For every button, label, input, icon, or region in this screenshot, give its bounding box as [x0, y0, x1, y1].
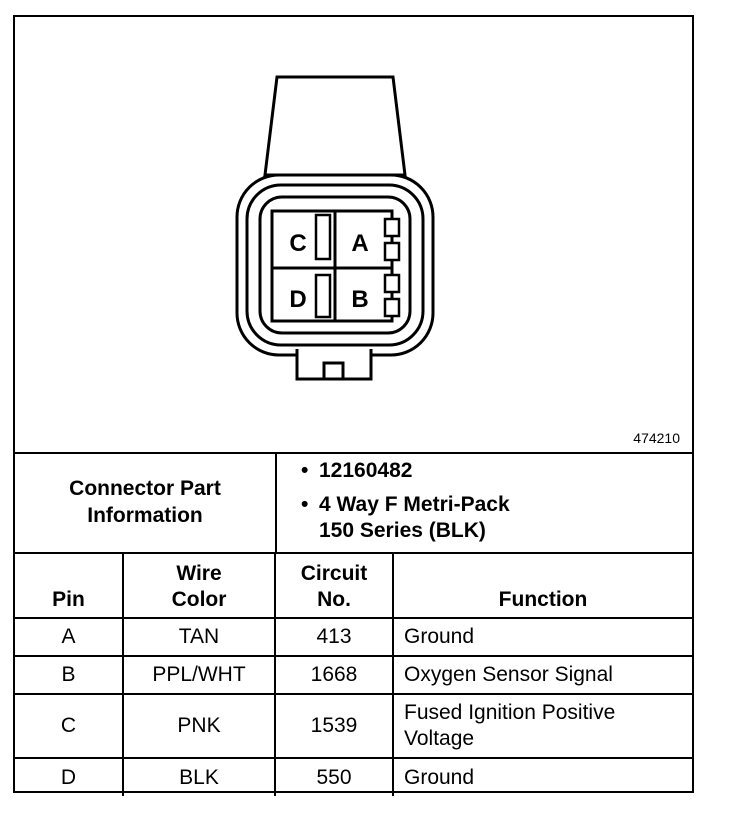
cavity-label-d: D	[289, 286, 306, 313]
circuit-cell: 413	[274, 617, 394, 657]
wire-color-cell: TAN	[122, 617, 276, 657]
description-line2: 150 Series (BLK)	[319, 519, 486, 542]
table-row: D BLK 550 Ground	[15, 757, 692, 796]
table-row: B PPL/WHT 1668 Oxygen Sensor Signal	[15, 655, 692, 695]
table-header-row: Pin Wire Color Circuit No. Function	[15, 554, 692, 619]
connector-part-info: Connector Part Information • 12160482 • …	[15, 452, 692, 554]
connector-figure: C A D B 474210	[15, 17, 692, 454]
function-cell: Oxygen Sensor Signal	[392, 655, 692, 695]
connector-info-values: • 12160482 • 4 Way F Metri-Pack 150 Seri…	[277, 452, 692, 552]
pin-cell: A	[15, 617, 124, 657]
header-circuit-no: Circuit No.	[274, 554, 394, 619]
table-row: A TAN 413 Ground	[15, 617, 692, 657]
function-cell: Ground	[392, 757, 692, 796]
function-cell: Ground	[392, 617, 692, 657]
connector-info-label: Connector Part Information	[15, 452, 277, 552]
bullet-icon: •	[301, 493, 309, 516]
cavity-label-c: C	[289, 230, 306, 257]
header-pin: Pin	[15, 554, 124, 619]
connector-boot	[263, 75, 407, 177]
cavity-block	[270, 209, 394, 323]
header-wire-color: Wire Color	[122, 554, 276, 619]
header-function: Function	[392, 554, 692, 619]
figure-id: 474210	[633, 430, 680, 446]
connector-drawing: C A D B	[235, 75, 435, 381]
connector-housing-middle	[245, 183, 425, 347]
bullet-icon: •	[301, 459, 309, 482]
wire-color-cell: PPL/WHT	[122, 655, 276, 695]
pin-cell: D	[15, 757, 124, 796]
circuit-cell: 1539	[274, 693, 394, 759]
connector-sheet: C A D B 474210 Connector Part Informatio…	[13, 15, 694, 796]
pin-cell: B	[15, 655, 124, 695]
function-line1: Fused Ignition Positive	[404, 701, 616, 724]
wire-color-cell: BLK	[122, 757, 276, 796]
connector-housing-inner	[258, 195, 412, 335]
function-line2: Voltage	[404, 727, 475, 750]
wire-color-cell: PNK	[122, 693, 276, 759]
circuit-cell: 1668	[274, 655, 394, 695]
description-line1: 4 Way F Metri-Pack	[319, 493, 510, 516]
function-cell: Fused Ignition Positive Voltage	[392, 693, 692, 759]
connector-latch-notch	[322, 361, 345, 379]
part-number: 12160482	[319, 459, 413, 482]
circuit-cell: 550	[274, 757, 394, 796]
cavity-label-b: B	[351, 286, 368, 313]
cavity-label-a: A	[351, 230, 368, 257]
connector-info-label-line2: Information	[87, 504, 203, 527]
pin-cell: C	[15, 693, 124, 759]
part-number-item: • 12160482	[301, 458, 413, 484]
connector-info-label-line1: Connector Part	[69, 477, 221, 500]
description-item: • 4 Way F Metri-Pack 150 Series (BLK)	[301, 492, 510, 544]
table-row: C PNK 1539 Fused Ignition Positive Volta…	[15, 693, 692, 759]
pinout-table: Pin Wire Color Circuit No. Function A TA…	[15, 554, 692, 796]
